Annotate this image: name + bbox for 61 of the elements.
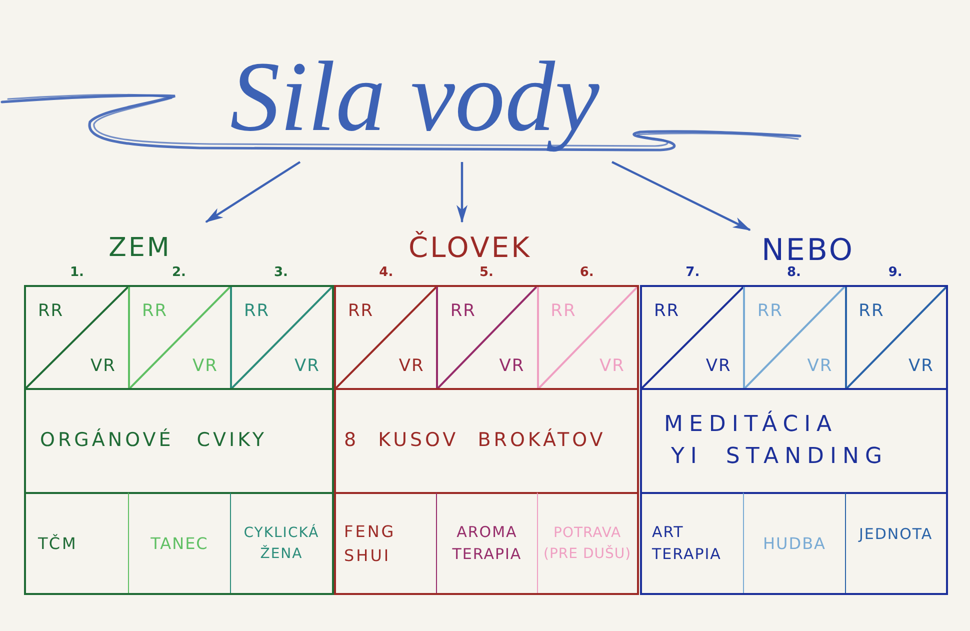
split-cell (743, 287, 845, 388)
table-cell (128, 492, 230, 593)
column-number: 1. (70, 266, 84, 279)
upper-label: RR (38, 301, 64, 322)
cell-text: AROMA TERAPIA (451, 522, 523, 564)
table-heading: ČLOVEK (408, 232, 532, 264)
cell-text: JEDNOTA (858, 524, 933, 545)
lower-label: VR (398, 356, 424, 376)
upper-label: RR (244, 301, 270, 322)
upper-label: RR (654, 301, 680, 322)
arrow (456, 162, 468, 223)
split-cell (536, 287, 637, 388)
table-cell (230, 492, 332, 593)
arrow (205, 161, 301, 223)
cell-text: CYKLICKÁ ŽENA (242, 523, 320, 564)
cell-text: MEDITÁCIA YI STANDING (664, 410, 888, 471)
cell-text: ART TERAPIA (652, 522, 722, 564)
cell-text: POTRAVA (PRE DUŠU) (542, 524, 632, 564)
column-number: 3. (274, 266, 288, 279)
cell-text: FENG SHUI (344, 521, 397, 566)
split-cell (642, 287, 744, 388)
title-text: Sila vody (208, 32, 622, 162)
column-number: 8. (787, 266, 801, 279)
upper-label: RR (858, 301, 884, 322)
upper-label: RR (450, 301, 476, 322)
lower-label: VR (192, 356, 218, 376)
lower-label: VR (807, 356, 833, 376)
split-cell (230, 287, 332, 388)
lower-label: VR (499, 356, 525, 376)
cell-text: TČM (38, 532, 78, 555)
column-number: 5. (480, 266, 494, 279)
column-number: 9. (888, 266, 902, 279)
cell-text: HUDBA (763, 532, 826, 555)
table-heading: ZEM (108, 234, 172, 264)
table-cell (436, 492, 537, 593)
table-cell (743, 492, 845, 593)
column-number: 2. (172, 266, 186, 279)
split-cell (336, 287, 436, 388)
cell-text: TANEC (150, 532, 208, 555)
lower-label: VR (706, 356, 732, 376)
cell-text: ORGÁNOVÉ CVIKY (40, 427, 268, 454)
split-cell (436, 287, 537, 388)
table-cell (844, 492, 946, 593)
lower-label: VR (908, 356, 934, 376)
split-cell (26, 287, 128, 388)
lower-label: VR (294, 356, 320, 376)
arrow (612, 161, 751, 231)
column-number: 6. (580, 266, 594, 279)
column-number: 7. (686, 266, 700, 279)
upper-label: RR (142, 301, 168, 322)
table-heading: NEBO (761, 234, 855, 268)
upper-label: RR (550, 301, 576, 322)
split-cell (128, 287, 230, 388)
column-number: 4. (379, 266, 394, 279)
upper-label: RR (348, 301, 374, 322)
cell-text: 8 KUSOV BROKÁTOV (344, 427, 606, 454)
split-cell (844, 287, 946, 388)
lower-label: VR (90, 356, 116, 376)
upper-label: RR (757, 301, 783, 322)
lower-label: VR (600, 356, 625, 376)
table-cell (536, 492, 637, 593)
